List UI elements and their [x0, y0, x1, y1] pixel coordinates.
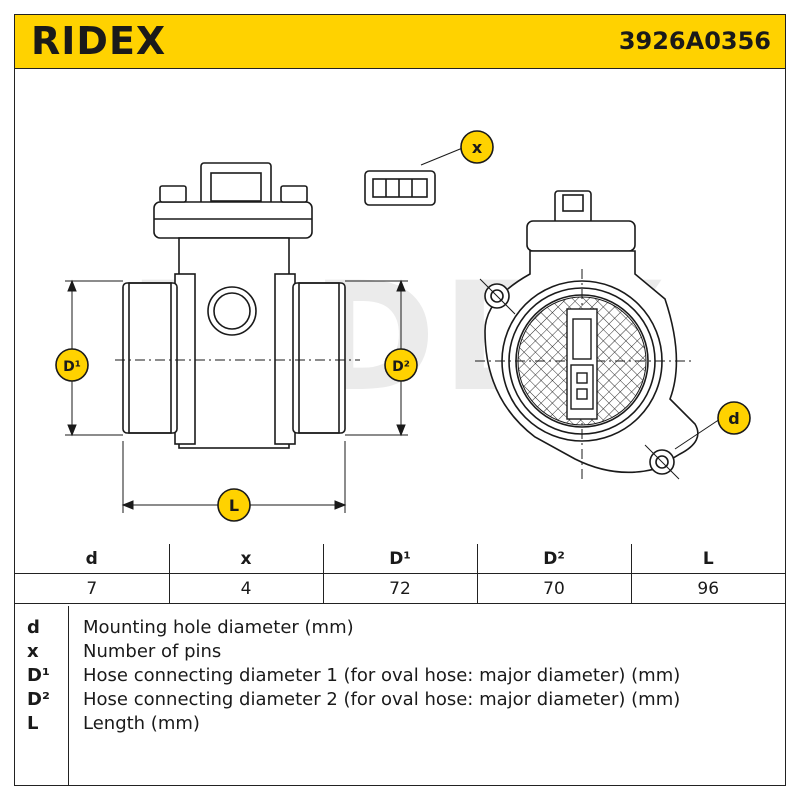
dimension-lines [65, 279, 408, 513]
value-cell-L: 96 [630, 573, 785, 604]
callout-D2-label: D² [392, 359, 410, 375]
legend-symbol: x [27, 641, 39, 662]
legend-description: Hose connecting diameter 2 (for oval hos… [83, 689, 681, 710]
value-cell-D1: 72 [322, 573, 478, 604]
callout-x: x [460, 130, 494, 164]
brand-logo: RIDEX [31, 19, 167, 63]
legend-symbol: L [27, 713, 39, 734]
header-cell-D2: D² [476, 544, 632, 574]
callout-D1-label: D¹ [63, 359, 81, 375]
callout-D2: D² [384, 348, 418, 382]
legend-symbol: d [27, 617, 40, 638]
header-cell-x: x [168, 544, 324, 574]
sensor-element [566, 308, 598, 420]
part-number: 3926A0356 [618, 27, 771, 55]
value-cell-D2: 70 [476, 573, 632, 604]
connector-plug [364, 146, 466, 206]
value-cell-x: 4 [168, 573, 324, 604]
dimension-table-values: 7 4 72 70 96 [15, 573, 785, 604]
callout-d-label: d [728, 409, 739, 428]
legend-description: Mounting hole diameter (mm) [83, 617, 354, 638]
header-cell-d: d [15, 544, 170, 574]
header-cell-L: L [630, 544, 785, 574]
legend: d Mounting hole diameter (mm) x Number o… [15, 606, 785, 785]
legend-description: Length (mm) [83, 713, 200, 734]
header-cell-D1: D¹ [322, 544, 478, 574]
legend-divider [68, 606, 69, 785]
dimension-table-header: d x D¹ D² L [15, 544, 785, 574]
callout-d: d [717, 401, 751, 435]
legend-description: Number of pins [83, 641, 222, 662]
legend-row: L Length (mm) [15, 712, 785, 736]
value-cell-d: 7 [15, 573, 170, 604]
callout-x-label: x [472, 138, 483, 157]
legend-row: d Mounting hole diameter (mm) [15, 616, 785, 640]
legend-symbol: D¹ [27, 665, 50, 686]
legend-row: D² Hose connecting diameter 2 (for oval … [15, 688, 785, 712]
callout-L: L [217, 488, 251, 522]
legend-symbol: D² [27, 689, 50, 710]
callout-D1: D¹ [55, 348, 89, 382]
dimension-table: d x D¹ D² L 7 4 72 70 96 [15, 544, 785, 604]
legend-row: x Number of pins [15, 640, 785, 664]
datasheet: RIDEX 3926A0356 RIDEX [14, 14, 786, 786]
legend-description: Hose connecting diameter 1 (for oval hos… [83, 665, 681, 686]
header-bar: RIDEX 3926A0356 [15, 15, 785, 69]
callout-L-label: L [229, 496, 239, 515]
side-view [115, 162, 360, 449]
legend-row: D¹ Hose connecting diameter 1 (for oval … [15, 664, 785, 688]
technical-drawing: RIDEX [15, 69, 785, 543]
